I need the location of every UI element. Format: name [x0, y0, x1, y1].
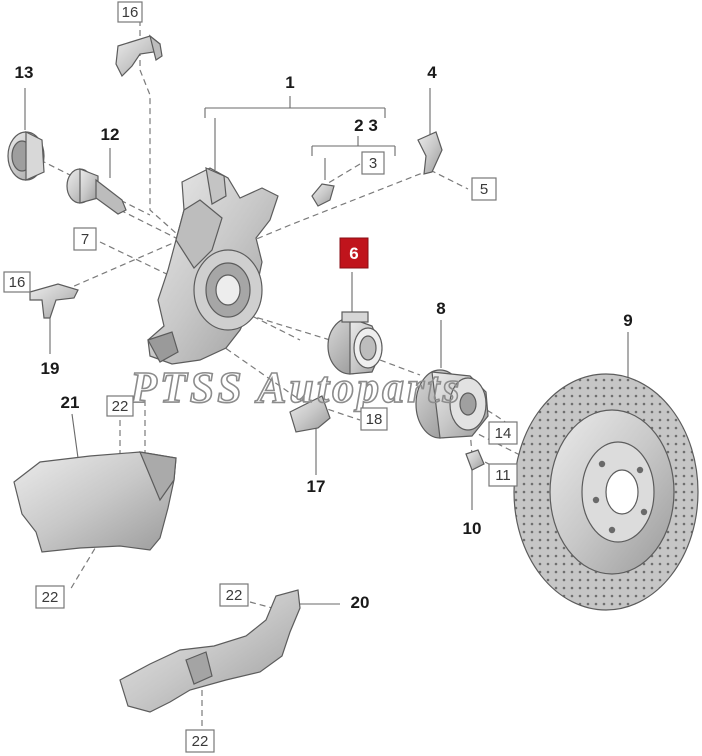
locating-pin-icon: [465, 449, 485, 471]
boxed-ref-label: 11: [495, 467, 511, 484]
boxed-ref-label: 16: [9, 274, 26, 291]
boxed-ref-22-b: 22: [35, 585, 65, 609]
callout-label-8: 8: [436, 299, 445, 318]
boxed-ref-label: 7: [81, 231, 89, 248]
retaining-clip-icon: [417, 131, 443, 175]
callout-label-9: 9: [623, 311, 632, 330]
boxed-ref-3: 3: [361, 151, 385, 175]
wheel-bolt-icon: [66, 168, 127, 215]
boxed-ref-label: 22: [42, 589, 59, 606]
callout-label-13: 13: [15, 63, 34, 82]
wheel-hub-icon: [415, 369, 489, 439]
callout-label-4: 4: [427, 63, 437, 82]
small-bracket-icon: [311, 183, 335, 207]
steering-knuckle-icon: [147, 166, 279, 365]
highlighted-part-6[interactable]: 6: [339, 237, 369, 269]
boxed-ref-label: 3: [369, 155, 377, 172]
boxed-ref-16-top: 16: [117, 1, 143, 23]
callout-label-19: 19: [41, 359, 60, 378]
dust-cap-icon: [7, 131, 45, 181]
boxed-ref-label: 5: [480, 181, 488, 198]
boxed-ref-5: 5: [471, 177, 497, 201]
boxed-ref-label: 22: [226, 587, 243, 604]
boxed-ref-7: 7: [73, 227, 97, 251]
boxed-ref-label: 22: [112, 398, 129, 415]
boxed-ref-label: 22: [192, 733, 209, 750]
sensor-bracket-icon: [29, 283, 79, 319]
callout-label-21: 21: [61, 393, 80, 412]
callout-label-10: 10: [463, 519, 482, 538]
boxed-ref-22-c: 22: [219, 583, 249, 607]
callout-label-17: 17: [307, 477, 326, 496]
boxed-ref-11: 11: [488, 463, 518, 487]
callout-label-6: 6: [349, 244, 358, 263]
boxed-ref-label: 16: [122, 4, 139, 21]
backing-plate-icon: [289, 395, 331, 433]
callout-label-20: 20: [351, 593, 370, 612]
wheel-bearing-icon: [327, 311, 383, 375]
highlight-box: [339, 237, 369, 269]
watermark-text: PTSS Autoparts: [129, 363, 463, 412]
boxed-ref-label: 14: [495, 425, 512, 442]
callout-label-12: 12: [101, 125, 120, 144]
brake-disc-icon: [513, 373, 699, 611]
clip-bracket-top-icon: [115, 34, 163, 78]
boxed-ref-label: 18: [366, 411, 383, 428]
underbody-shield-icon: [119, 589, 301, 713]
callout-label-2-3: 2 3: [354, 116, 378, 135]
boxed-ref-22-a: 22: [106, 395, 134, 417]
boxed-ref-16-left: 16: [3, 271, 31, 293]
callout-label-1: 1: [285, 73, 294, 92]
wheel-arch-liner-icon: [13, 451, 177, 553]
boxed-ref-18: 18: [360, 407, 388, 431]
boxed-ref-14: 14: [488, 421, 518, 445]
boxed-ref-22-d: 22: [185, 729, 215, 753]
